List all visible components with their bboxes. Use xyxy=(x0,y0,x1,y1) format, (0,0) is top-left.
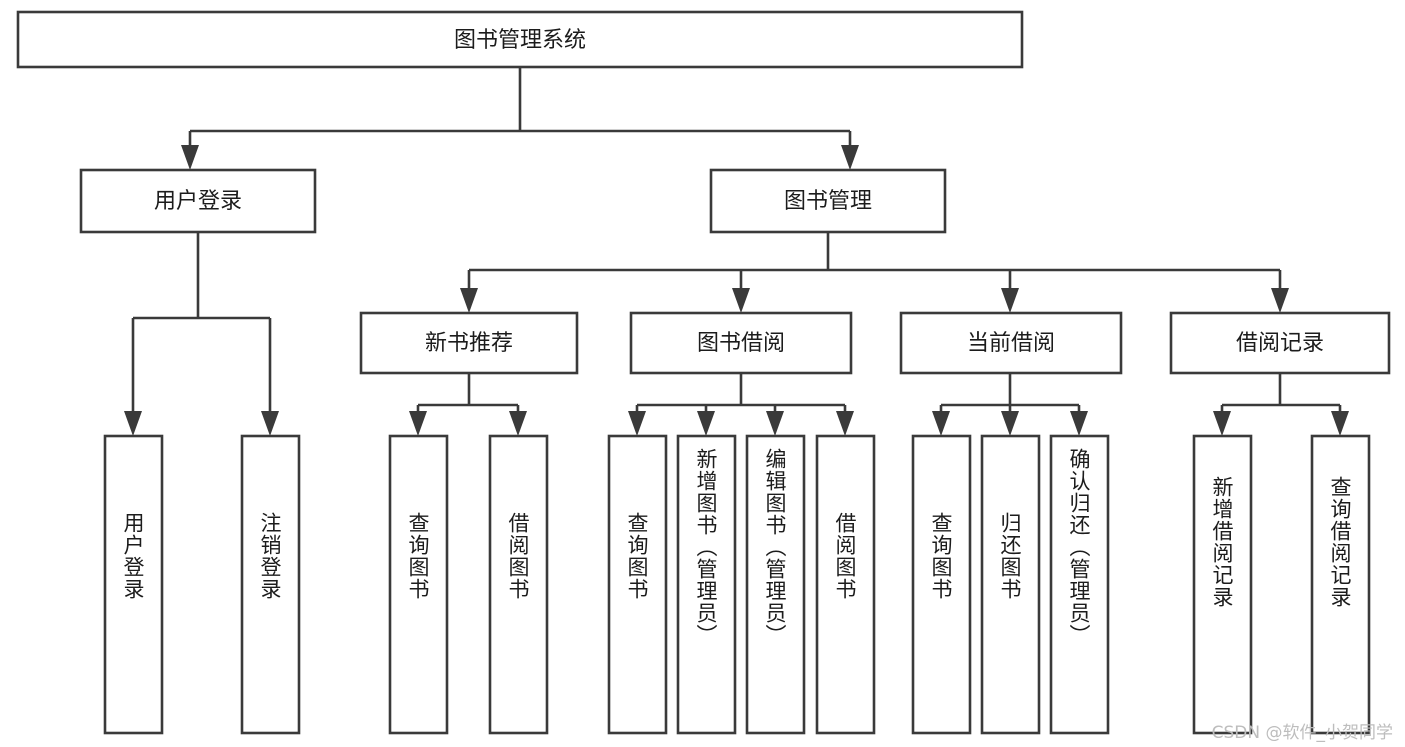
connector-userlogin-to-leaves xyxy=(124,232,279,436)
connector-root-to-level2 xyxy=(181,67,859,170)
watermark-text: CSDN @软件_小贺同学 xyxy=(1211,723,1393,743)
arrow-down-icon xyxy=(1070,411,1088,436)
arrow-down-icon xyxy=(409,411,427,436)
leaf-label: 编辑图书（管理员） xyxy=(763,448,787,646)
arrow-down-icon xyxy=(1001,288,1019,313)
arrow-down-icon xyxy=(628,411,646,436)
leaf-current-borrow-return[interactable]: 归还图书 xyxy=(980,434,1041,735)
node-root-label: 图书管理系统 xyxy=(454,28,586,53)
arrow-down-icon xyxy=(509,411,527,436)
leaf-current-borrow-query[interactable]: 查询图书 xyxy=(911,434,972,735)
leaf-new-book-query[interactable]: 查询图书 xyxy=(388,434,449,735)
connector-currentborrow-to-leaves xyxy=(932,373,1088,436)
connector-bookborrow-to-leaves xyxy=(628,373,854,436)
arrow-down-icon xyxy=(1331,411,1349,436)
leaf-label: 新增借阅记录 xyxy=(1210,476,1234,608)
node-book-borrow-label: 图书借阅 xyxy=(697,331,785,356)
arrow-down-icon xyxy=(181,145,199,170)
leaf-user-login-login[interactable]: 用户登录 xyxy=(103,434,164,735)
leaf-label: 查询图书 xyxy=(929,512,953,600)
leaf-current-borrow-confirm[interactable]: 确认归还（管理员） xyxy=(1049,434,1110,735)
leaf-label: 查询图书 xyxy=(406,512,430,600)
node-borrow-record-label: 借阅记录 xyxy=(1236,331,1324,356)
leaf-book-borrow-borrow[interactable]: 借阅图书 xyxy=(815,434,876,735)
arrow-down-icon xyxy=(697,411,715,436)
leaf-label: 查询图书 xyxy=(625,512,649,600)
connector-borrowrecord-to-leaves xyxy=(1213,373,1349,436)
arrow-down-icon xyxy=(841,145,859,170)
node-current-borrow-label: 当前借阅 xyxy=(967,331,1055,356)
node-new-book-recommend-label: 新书推荐 xyxy=(425,331,513,356)
node-book-borrow[interactable]: 图书借阅 xyxy=(629,311,853,375)
leaf-label: 新增图书（管理员） xyxy=(694,448,718,646)
leaf-book-borrow-edit[interactable]: 编辑图书（管理员） xyxy=(745,434,806,735)
arrow-down-icon xyxy=(836,411,854,436)
leaf-user-login-logout[interactable]: 注销登录 xyxy=(240,434,301,735)
arrow-down-icon xyxy=(1001,411,1019,436)
arrow-down-icon xyxy=(261,411,279,436)
arrow-down-icon xyxy=(766,411,784,436)
node-root-system[interactable]: 图书管理系统 xyxy=(16,10,1024,69)
leaf-borrow-record-query[interactable]: 查询借阅记录 xyxy=(1310,434,1371,735)
leaf-new-book-borrow[interactable]: 借阅图书 xyxy=(488,434,549,735)
leaf-label: 注销登录 xyxy=(258,512,282,600)
arrow-down-icon xyxy=(460,288,478,313)
node-book-management-label: 图书管理 xyxy=(784,189,872,214)
node-book-management[interactable]: 图书管理 xyxy=(709,168,947,234)
arrow-down-icon xyxy=(932,411,950,436)
leaf-label: 借阅图书 xyxy=(833,512,857,600)
leaf-label: 归还图书 xyxy=(998,512,1022,600)
connector-newbook-to-leaves xyxy=(409,373,527,436)
leaf-book-borrow-add[interactable]: 新增图书（管理员） xyxy=(676,434,737,735)
connector-bookmgmt-to-level3 xyxy=(460,232,1289,313)
arrow-down-icon xyxy=(732,288,750,313)
leaf-label: 用户登录 xyxy=(121,512,145,600)
leaf-book-borrow-query[interactable]: 查询图书 xyxy=(607,434,668,735)
leaf-borrow-record-add[interactable]: 新增借阅记录 xyxy=(1192,434,1253,735)
node-new-book-recommend[interactable]: 新书推荐 xyxy=(359,311,579,375)
arrow-down-icon xyxy=(124,411,142,436)
node-borrow-record[interactable]: 借阅记录 xyxy=(1169,311,1391,375)
arrow-down-icon xyxy=(1271,288,1289,313)
arrow-down-icon xyxy=(1213,411,1231,436)
node-user-login[interactable]: 用户登录 xyxy=(79,168,317,234)
node-user-login-label: 用户登录 xyxy=(154,189,242,214)
node-current-borrow[interactable]: 当前借阅 xyxy=(899,311,1123,375)
leaf-label: 查询借阅记录 xyxy=(1328,476,1352,608)
leaf-label: 确认归还（管理员） xyxy=(1067,448,1091,646)
leaf-label: 借阅图书 xyxy=(506,512,530,600)
